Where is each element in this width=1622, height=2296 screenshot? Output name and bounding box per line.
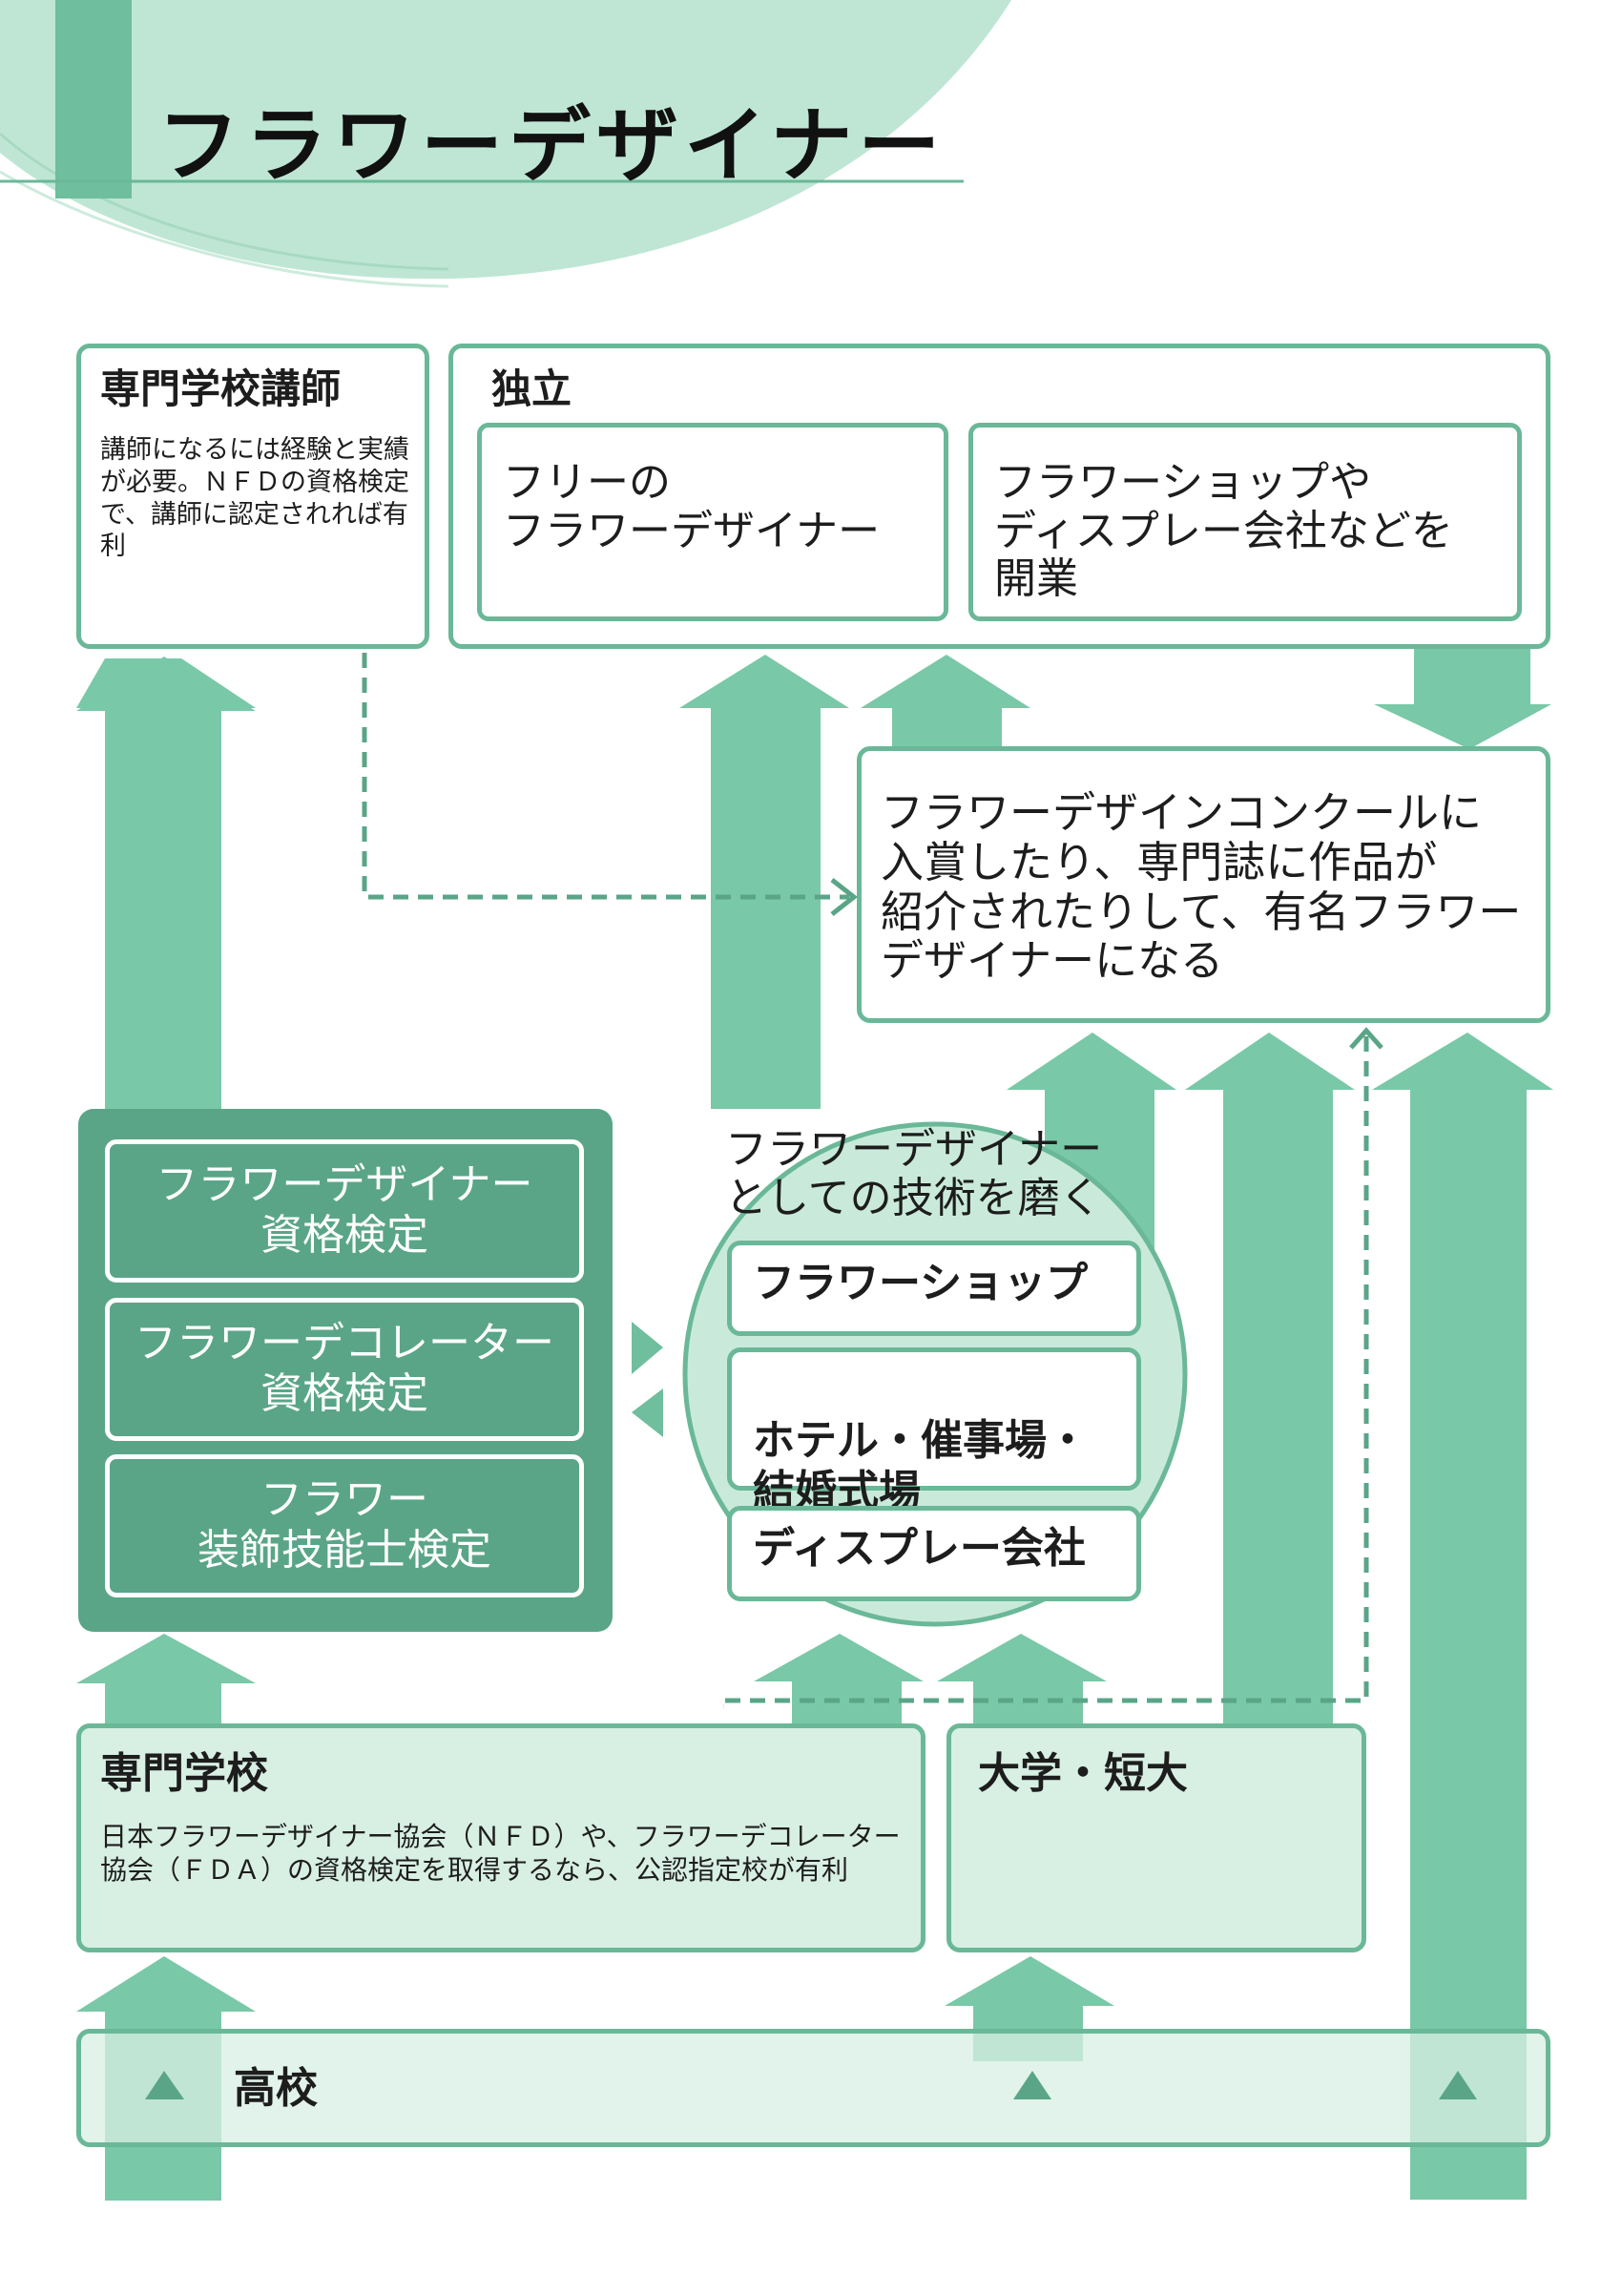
page-title: フラワーデザイナー xyxy=(157,97,946,194)
independent-heading: 独立 xyxy=(491,365,572,412)
vocational-heading: 専門学校 xyxy=(100,1749,268,1798)
open-shop-box: フラワーショップや ディスプレー会社などを 開業 xyxy=(968,423,1522,621)
freelance-label: フリーの フラワーデザイナー xyxy=(503,458,881,555)
teacher-box: 専門学校講師 講師になるには経験と実績が必要。ＮＦＤの資格検定で、講師に認定され… xyxy=(76,344,429,649)
qualification-fdeco: フラワーデコレーター 資格検定 xyxy=(105,1298,584,1441)
famous-designer-box: フラワーデザインコンクールに 入賞したり、専門誌に作品が 紹介されたりして、有名… xyxy=(857,746,1550,1023)
triangle-icon xyxy=(145,2071,184,2099)
university-box: 大学・短大 xyxy=(946,1723,1366,1952)
vocational-school-box: 専門学校 日本フラワーデザイナー協会（ＮＦＤ）や、フラワーデコレーター協会（ＦＤ… xyxy=(76,1723,925,1952)
workplace-display-label: ディスプレー会社 xyxy=(753,1524,1086,1573)
university-heading: 大学・短大 xyxy=(978,1749,1188,1798)
workplace-flower-shop-label: フラワーショップ xyxy=(753,1259,1089,1307)
header-decoration xyxy=(0,0,1011,288)
teacher-heading: 専門学校講師 xyxy=(100,365,342,412)
workplace-flower-shop: フラワーショップ xyxy=(727,1241,1141,1336)
famous-designer-label: フラワーデザインコンクールに 入賞したり、専門誌に作品が 紹介されたりして、有名… xyxy=(881,787,1522,987)
qualification-panel: フラワーデザイナー 資格検定 フラワーデコレーター 資格検定 フラワー 装飾技能… xyxy=(78,1109,613,1632)
high-school-heading: 高校 xyxy=(234,2064,318,2113)
qualification-skill: フラワー 装飾技能士検定 xyxy=(105,1454,584,1597)
qualification-fd: フラワーデザイナー 資格検定 xyxy=(105,1139,584,1283)
high-school-box: 高校 xyxy=(76,2029,1550,2147)
freelance-box: フリーの フラワーデザイナー xyxy=(477,423,948,621)
workplace-display: ディスプレー会社 xyxy=(727,1506,1141,1601)
vocational-note: 日本フラワーデザイナー協会（ＮＦＤ）や、フラワーデコレーター協会（ＦＤＡ）の資格… xyxy=(100,1821,901,1886)
triangle-icon xyxy=(1439,2071,1477,2099)
triangle-icon xyxy=(1013,2071,1051,2099)
workplace-hotel: ホテル・催事場・ 結婚式場 xyxy=(727,1347,1141,1515)
independent-box: 独立 フリーの フラワーデザイナー フラワーショップや ディスプレー会社などを … xyxy=(448,344,1550,649)
skills-heading: フラワーデザイナー としての技術を磨く xyxy=(725,1125,1103,1222)
open-shop-label: フラワーショップや ディスプレー会社などを 開業 xyxy=(994,458,1453,604)
teacher-note: 講師になるには経験と実績が必要。ＮＦＤの資格検定で、講師に認定されれば有利 xyxy=(100,435,409,562)
